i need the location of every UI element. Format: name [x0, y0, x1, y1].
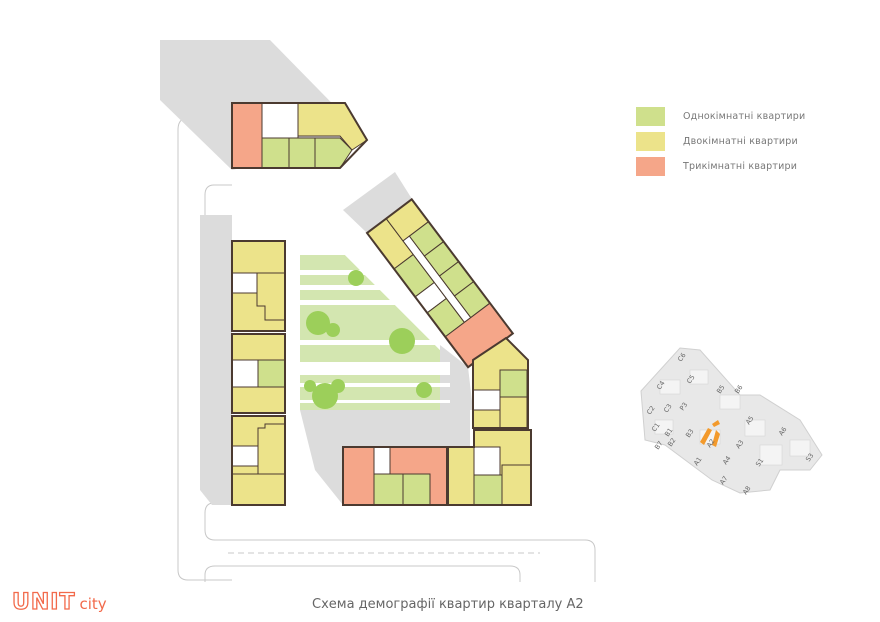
keymap-label: B7	[653, 440, 664, 452]
logo-unit: UNIT	[11, 589, 76, 615]
unit-three-room	[231, 102, 263, 169]
keymap-label: A4	[721, 455, 732, 467]
keymap-label: B1	[663, 427, 674, 439]
keymap-label: C2	[645, 404, 657, 416]
unit-one-room	[288, 137, 316, 169]
building-diagonal	[365, 197, 515, 369]
keymap-highlight-a2	[700, 420, 720, 447]
legend-swatch	[636, 132, 665, 151]
unit-one-room	[473, 474, 503, 506]
stair-core	[261, 102, 299, 139]
keymap-label: B2	[666, 437, 677, 449]
unit-two-room	[447, 446, 475, 506]
keymap-label: C4	[655, 379, 667, 391]
keymap-label: A6	[777, 426, 788, 438]
unit-two-room	[499, 396, 528, 429]
building-east	[447, 336, 532, 506]
keymap-label: A1	[692, 456, 703, 468]
keymap-label: A2	[705, 438, 716, 450]
legend-swatch	[636, 107, 665, 126]
unit-two-room	[257, 423, 286, 475]
logo: UNIT city	[11, 589, 107, 615]
keymap-label: A7	[718, 475, 729, 487]
keymap-label: C6	[676, 351, 688, 363]
keymap-label: A5	[744, 415, 755, 427]
keymap-label: C5	[685, 373, 697, 385]
building-south	[342, 446, 448, 506]
page-title: Схема демографії квартир кварталу А2	[312, 597, 584, 612]
unit-one-room	[402, 473, 431, 506]
unit-two-room	[501, 464, 532, 506]
keymap-label: B5	[715, 384, 726, 396]
keymap-label: B3	[684, 428, 695, 440]
legend-item-two-room: Двокімнатні квартири	[636, 129, 805, 154]
park	[300, 255, 450, 410]
legend-item-three-room: Трикімнатні квартири	[636, 154, 805, 179]
keymap-label: P3	[678, 401, 689, 412]
unit-one-room	[314, 137, 353, 169]
legend-label: Двокімнатні квартири	[683, 136, 798, 147]
keymap-label: S1	[754, 457, 765, 468]
keymap-label: C1	[650, 421, 662, 433]
keymap-label: C3	[662, 402, 674, 414]
legend-label: Трикімнатні квартири	[683, 161, 798, 172]
stair-core	[473, 446, 501, 476]
trees	[304, 270, 432, 409]
unit-one-room	[257, 359, 286, 388]
unit-two-room	[231, 333, 286, 361]
keymap-label: S3	[804, 452, 815, 463]
keymap-label: B6	[733, 384, 744, 396]
logo-city: city	[79, 595, 107, 613]
unit-two-room	[231, 240, 286, 274]
unit-two-room	[231, 386, 286, 414]
keymap-label: A8	[741, 485, 752, 497]
keymap-label: A3	[734, 439, 745, 451]
building-west	[231, 240, 286, 506]
legend: Однокімнатні квартири Двокімнатні кварти…	[636, 104, 805, 179]
unit-one-room	[373, 473, 404, 506]
legend-label: Однокімнатні квартири	[683, 111, 806, 122]
stair-core	[231, 445, 259, 467]
unit-one-room	[261, 137, 290, 169]
unit-one-room	[499, 369, 528, 398]
stair-core	[472, 389, 501, 411]
legend-item-one-room: Однокімнатні квартири	[636, 104, 805, 129]
stair-core	[373, 446, 391, 476]
unit-two-room	[231, 473, 286, 506]
legend-swatch	[636, 157, 665, 176]
building-north	[231, 102, 369, 169]
stair-core	[231, 272, 258, 294]
stair-core	[231, 359, 259, 388]
